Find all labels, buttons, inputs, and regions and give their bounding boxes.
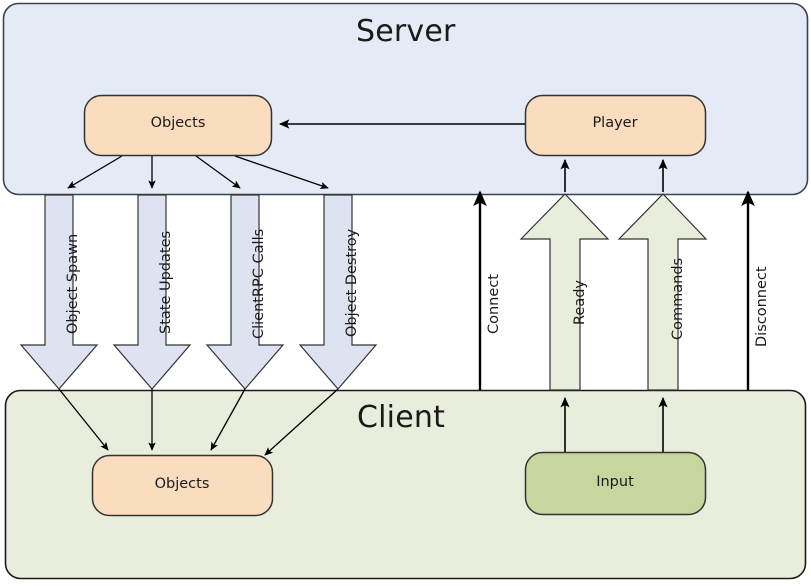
node-label-server-objects: Objects — [150, 115, 206, 131]
block-arrow-object-spawn — [19, 194, 99, 390]
arrow-label-disconnect: Disconnect — [754, 266, 770, 347]
block-arrow-ready — [519, 193, 610, 391]
node-label-client-input: Input — [596, 474, 634, 490]
block-arrow-object-destroy — [298, 194, 378, 390]
link-object-destroy-to-client-objects — [264, 388, 339, 456]
arrow-label-clientrpc-calls: ClientRPC Calls — [251, 228, 267, 339]
arrow-label-state-updates: State Updates — [158, 230, 174, 334]
link-objects-to-object-spawn — [67, 155, 123, 189]
node-label-server-player: Player — [592, 115, 638, 131]
block-arrow-state-updates — [112, 194, 192, 390]
node-label-client-objects: Objects — [154, 476, 210, 492]
panel-title-server: Server — [356, 14, 456, 49]
node-client-objects-rect[interactable] — [91, 454, 274, 517]
arrow-label-commands: Commands — [670, 257, 686, 340]
node-server-player-rect[interactable] — [524, 94, 707, 157]
block-arrow-clientrpc-calls — [205, 194, 285, 390]
node-client-input-rect[interactable] — [524, 451, 707, 516]
arrow-label-object-spawn: Object Spawn — [65, 233, 81, 334]
link-objects-to-object-destroy — [234, 155, 329, 190]
arrow-label-ready: Ready — [572, 279, 588, 325]
link-object-spawn-to-client-objects — [58, 388, 109, 451]
arrow-label-connect: Connect — [486, 274, 502, 334]
panel-client-rect — [4, 389, 807, 580]
panel-title-client: Client — [357, 400, 446, 435]
link-objects-to-clientrpc-calls — [195, 155, 241, 189]
link-clientrpc-calls-to-client-objects — [210, 388, 246, 451]
block-arrow-commands — [617, 193, 708, 391]
node-server-objects-rect[interactable] — [83, 94, 273, 157]
arrow-label-object-destroy: Object Destroy — [344, 228, 360, 337]
